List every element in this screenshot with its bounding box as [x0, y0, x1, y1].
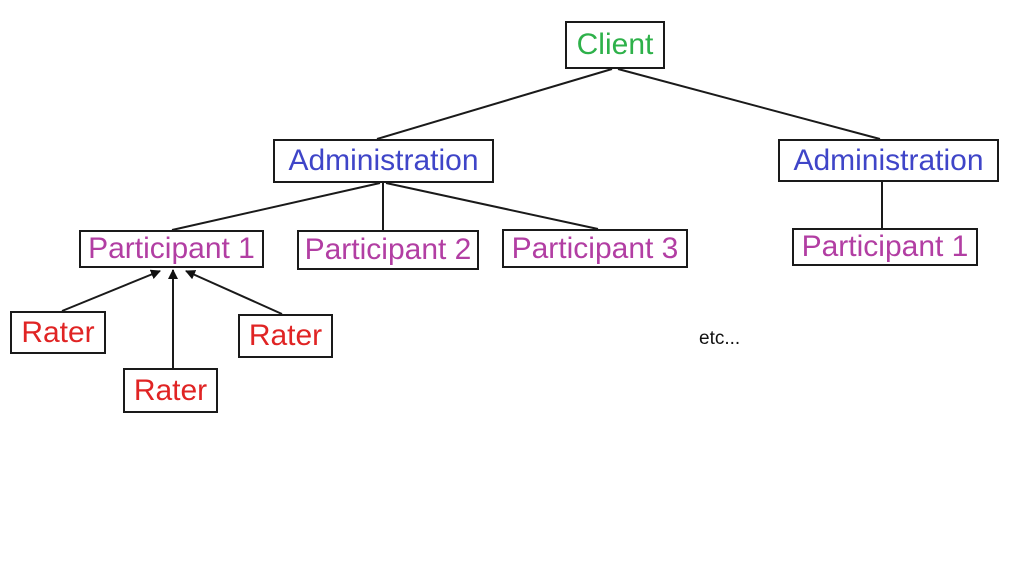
client-node: Client [565, 21, 665, 69]
participant-1-node: Participant 1 [79, 230, 264, 268]
edge-client-admin-left [376, 68, 613, 140]
rater-node-right: Rater [238, 314, 333, 358]
edge-admin-participant-3 [385, 182, 599, 230]
participant-1-right-node: Participant 1 [792, 228, 978, 266]
rater-node-middle: Rater [123, 368, 218, 413]
administration-node-right: Administration [778, 139, 999, 182]
participant-2-node: Participant 2 [297, 230, 479, 270]
edge-client-admin-right [617, 68, 881, 140]
rater-node-left: Rater [10, 311, 106, 354]
arrow-rater-right [185, 270, 283, 315]
edge-admin-participant-1 [171, 182, 381, 231]
etc-note: etc... [699, 328, 741, 349]
administration-node-left: Administration [273, 139, 494, 183]
arrow-rater-left [61, 269, 161, 312]
participant-3-node: Participant 3 [502, 229, 688, 268]
